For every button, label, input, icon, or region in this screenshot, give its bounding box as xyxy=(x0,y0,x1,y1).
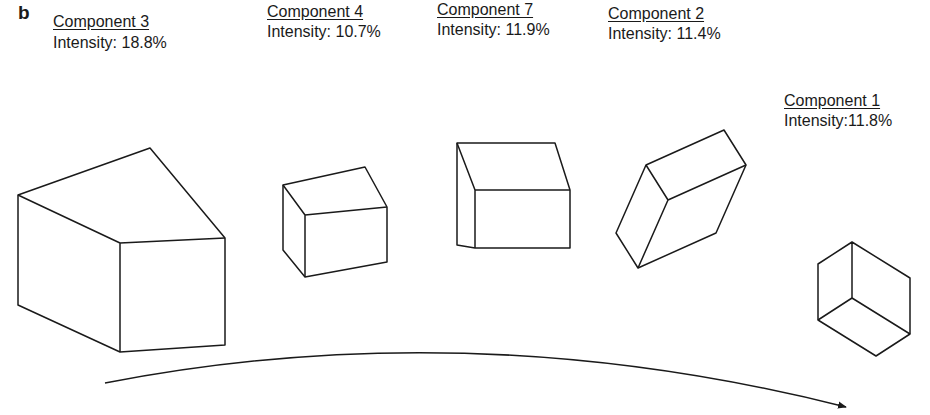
intensity-value: Intensity: 11.9% xyxy=(437,20,550,40)
cube xyxy=(18,148,225,352)
rotation-arrow xyxy=(105,353,846,407)
component-name: Component 7 xyxy=(437,0,533,20)
cube xyxy=(818,242,910,356)
intensity-value: Intensity: 18.8% xyxy=(53,33,167,53)
cube-edges xyxy=(638,165,746,268)
cube-outline xyxy=(283,167,387,277)
intensity-value: Intensity:11.8% xyxy=(784,111,892,131)
cube-edges xyxy=(283,185,387,277)
cube-outline xyxy=(18,148,225,352)
cube-edges xyxy=(457,143,570,248)
cube xyxy=(457,143,570,248)
cube-outline xyxy=(818,242,910,356)
panel-letter: b xyxy=(18,3,30,23)
cube xyxy=(616,130,746,268)
component-name: Component 2 xyxy=(608,4,704,24)
component-name: Component 1 xyxy=(784,91,880,111)
component-name: Component 3 xyxy=(53,12,149,32)
cube xyxy=(283,167,387,277)
cube-outline xyxy=(457,143,570,248)
component-name: Component 4 xyxy=(267,2,363,22)
intensity-value: Intensity: 11.4% xyxy=(608,24,721,44)
cube-outline xyxy=(616,130,746,268)
intensity-value: Intensity: 10.7% xyxy=(267,22,381,42)
cube-edges xyxy=(18,195,225,352)
cube-edges xyxy=(818,242,910,334)
